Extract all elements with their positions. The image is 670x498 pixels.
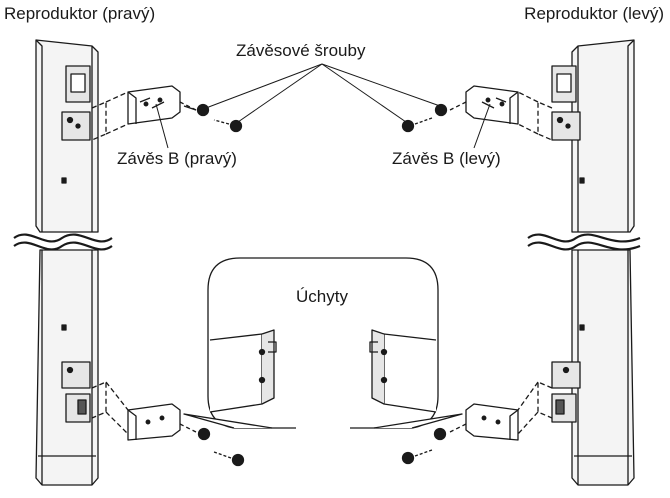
hinge-screw-right-1 (183, 103, 210, 117)
hinge-b-right-upper (91, 85, 197, 141)
detail-callout (183, 257, 463, 430)
speaker-left-unit (527, 39, 641, 486)
label-hinge-b-right: Závěs B (pravý) (117, 149, 237, 168)
hinge-b-right-lower (91, 381, 197, 441)
hinge-screw-left-4 (401, 449, 433, 465)
label-speaker-right: Reproduktor (pravý) (4, 4, 156, 23)
hinge-screw-left-3 (433, 427, 447, 441)
hinge-b-left-upper (449, 85, 553, 141)
hinge-screw-left-1 (434, 103, 448, 117)
label-hooks: Úchyty (296, 287, 348, 306)
hinge-b-left-lower (449, 381, 553, 441)
label-hinge-screws: Závěsové šrouby (236, 41, 366, 60)
hinge-screw-left-2 (401, 117, 433, 133)
label-hinge-b-left: Závěs B (levý) (392, 149, 501, 168)
speaker-right-unit (13, 39, 113, 486)
hinge-screw-right-2 (213, 119, 243, 133)
label-speaker-left: Reproduktor (levý) (524, 4, 664, 23)
hinge-screw-right-3 (197, 427, 211, 441)
hinge-screw-right-4 (213, 451, 245, 467)
